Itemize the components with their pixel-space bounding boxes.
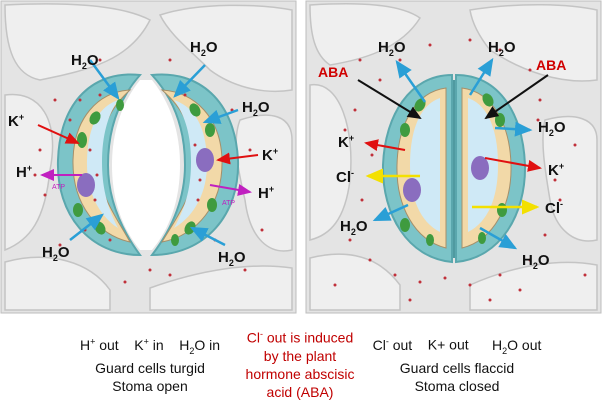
- label-h2o: H2O: [538, 119, 566, 138]
- nucleus: [196, 148, 214, 172]
- arrow-h2o-out: [395, 59, 427, 103]
- epidermal-cells: [309, 3, 598, 311]
- arrow-k-out: [484, 157, 542, 172]
- label-h2o: H2O: [71, 52, 99, 71]
- nucleus: [471, 156, 489, 180]
- right-panel: ABA ABA H2O H2O H2O H2O H2O K+ K+ Cl- Cl…: [305, 0, 602, 314]
- caption-middle-line1: Cl- out is induced: [246, 329, 354, 346]
- arrow-aba: [484, 74, 549, 120]
- arrow-k-in: [37, 124, 80, 144]
- caption-h2o-in: H2O in: [179, 336, 221, 356]
- arrow-k-in: [216, 152, 259, 165]
- nucleus: [403, 178, 421, 202]
- caption-middle-line4: acid (ABA): [266, 383, 334, 400]
- arrow-aba: [357, 79, 422, 120]
- caption-cl-out: Cl- out: [372, 336, 413, 353]
- ion-dots: [333, 38, 587, 302]
- arrow-h2o-out: [372, 203, 409, 222]
- caption-left: H+ out K+ in H2O in Guard cells turgid S…: [10, 332, 290, 395]
- caption-right-line2: Guard cells flaccid: [399, 360, 515, 377]
- caption-h2o-out: H2O out: [491, 336, 542, 356]
- caption-k-out: K+ out: [427, 336, 469, 353]
- label-h2o: H2O: [522, 252, 550, 271]
- label-h2o: H2O: [488, 39, 516, 58]
- caption-left-line1: H+ out K+ in H2O in: [10, 332, 290, 359]
- arrow-h2o-in: [189, 226, 226, 247]
- stomatal-pore-open: [112, 80, 180, 250]
- arrow-h2o-in: [69, 213, 104, 241]
- caption-right-line1: Cl- out K+ out H2O out: [312, 332, 602, 359]
- label-cl: Cl-: [545, 199, 563, 217]
- arrow-h2o-in: [173, 64, 206, 98]
- nucleus: [77, 173, 95, 197]
- caption-right: Cl- out K+ out H2O out Guard cells flacc…: [312, 332, 602, 395]
- caption-middle: Cl- out is induced by the plant hormone …: [220, 325, 380, 401]
- label-aba: ABA: [536, 57, 566, 73]
- label-h2o: H2O: [242, 99, 270, 118]
- caption-middle-line3: hormone abscisic: [245, 365, 355, 382]
- caption-left-line3: Stoma open: [112, 378, 188, 395]
- caption-right-line3: Stoma closed: [414, 378, 500, 395]
- label-h2o: H2O: [378, 39, 406, 58]
- caption-middle-line2: by the plant: [263, 347, 337, 364]
- arrow-h2o-out: [468, 57, 494, 96]
- label-h2o: H2O: [190, 39, 218, 58]
- arrow-h2o-out: [494, 121, 533, 137]
- arrow-h2o-in: [88, 59, 120, 101]
- label-cl: Cl-: [336, 168, 354, 186]
- label-aba: ABA: [318, 64, 348, 80]
- arrow-h-out: [209, 184, 252, 196]
- caption-h-out: H+ out: [79, 336, 119, 353]
- label-h2o: H2O: [218, 249, 246, 268]
- label-h2o: H2O: [42, 244, 70, 263]
- arrow-h2o-in: [202, 108, 239, 124]
- left-panel: H2O H2O H2O H2O H2O K+ K+ H+ H+ ATP ATP: [0, 0, 297, 314]
- label-atp: ATP: [52, 184, 65, 191]
- caption-left-line2: Guard cells turgid: [95, 360, 205, 377]
- arrow-k-out: [364, 139, 406, 152]
- arrow-h2o-out: [479, 226, 518, 250]
- label-atp: ATP: [222, 200, 235, 207]
- caption-k-in: K+ in: [134, 336, 164, 353]
- label-h2o: H2O: [340, 218, 368, 237]
